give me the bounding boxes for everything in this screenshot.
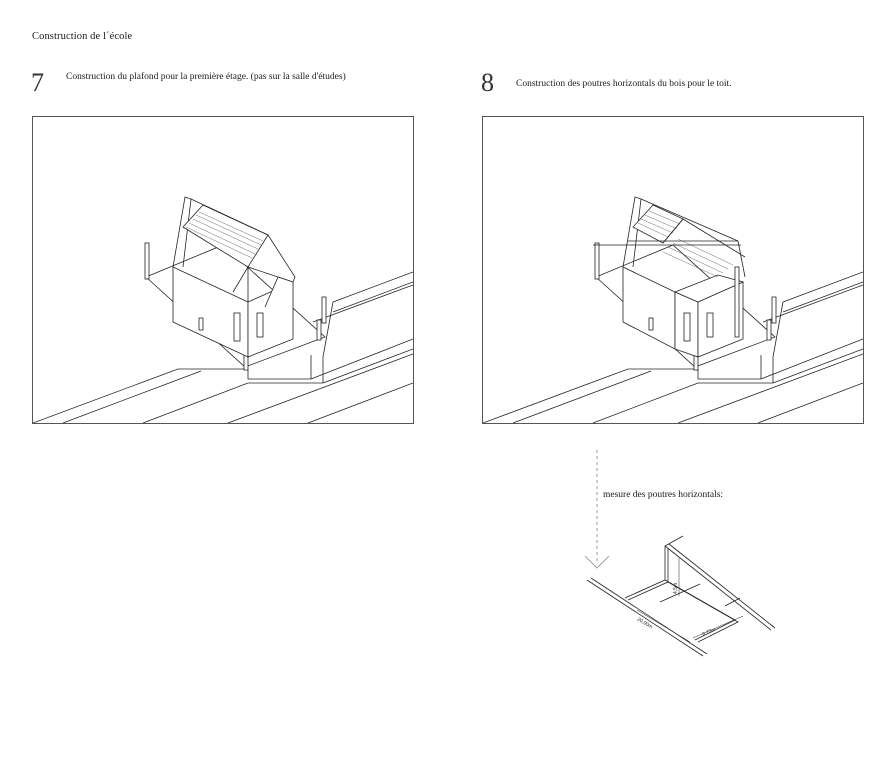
house [172,196,296,358]
step-7-description: Construction du plafond pour la première… [66,72,346,82]
height-dimension-label: 4,5m [673,583,679,594]
beam-measure-caption: mesure des poutres horizontals: [603,490,724,500]
ground-lines [33,271,413,423]
page-title: Construction de l´école [32,31,133,42]
width-dimension-label: 9,72m [701,627,716,638]
down-arrow-icon [584,555,610,569]
step-8-description: Construction des poutres horizontals du … [516,79,732,89]
beam-frame [586,535,776,657]
step-8-number: 8 [481,68,494,97]
house [593,196,746,358]
step-8-drawing-panel [482,116,864,424]
step-7-isometric-drawing [33,196,413,423]
step-7-number: 7 [31,68,44,97]
length-dimension-label: 20,00m [636,617,653,631]
step-8-isometric-drawing [483,196,863,423]
step-7-drawing-panel [32,116,414,424]
beam-measure-diagram: 4,5m 20,00m 9,72m [584,450,776,657]
dimension-lines [636,558,744,643]
